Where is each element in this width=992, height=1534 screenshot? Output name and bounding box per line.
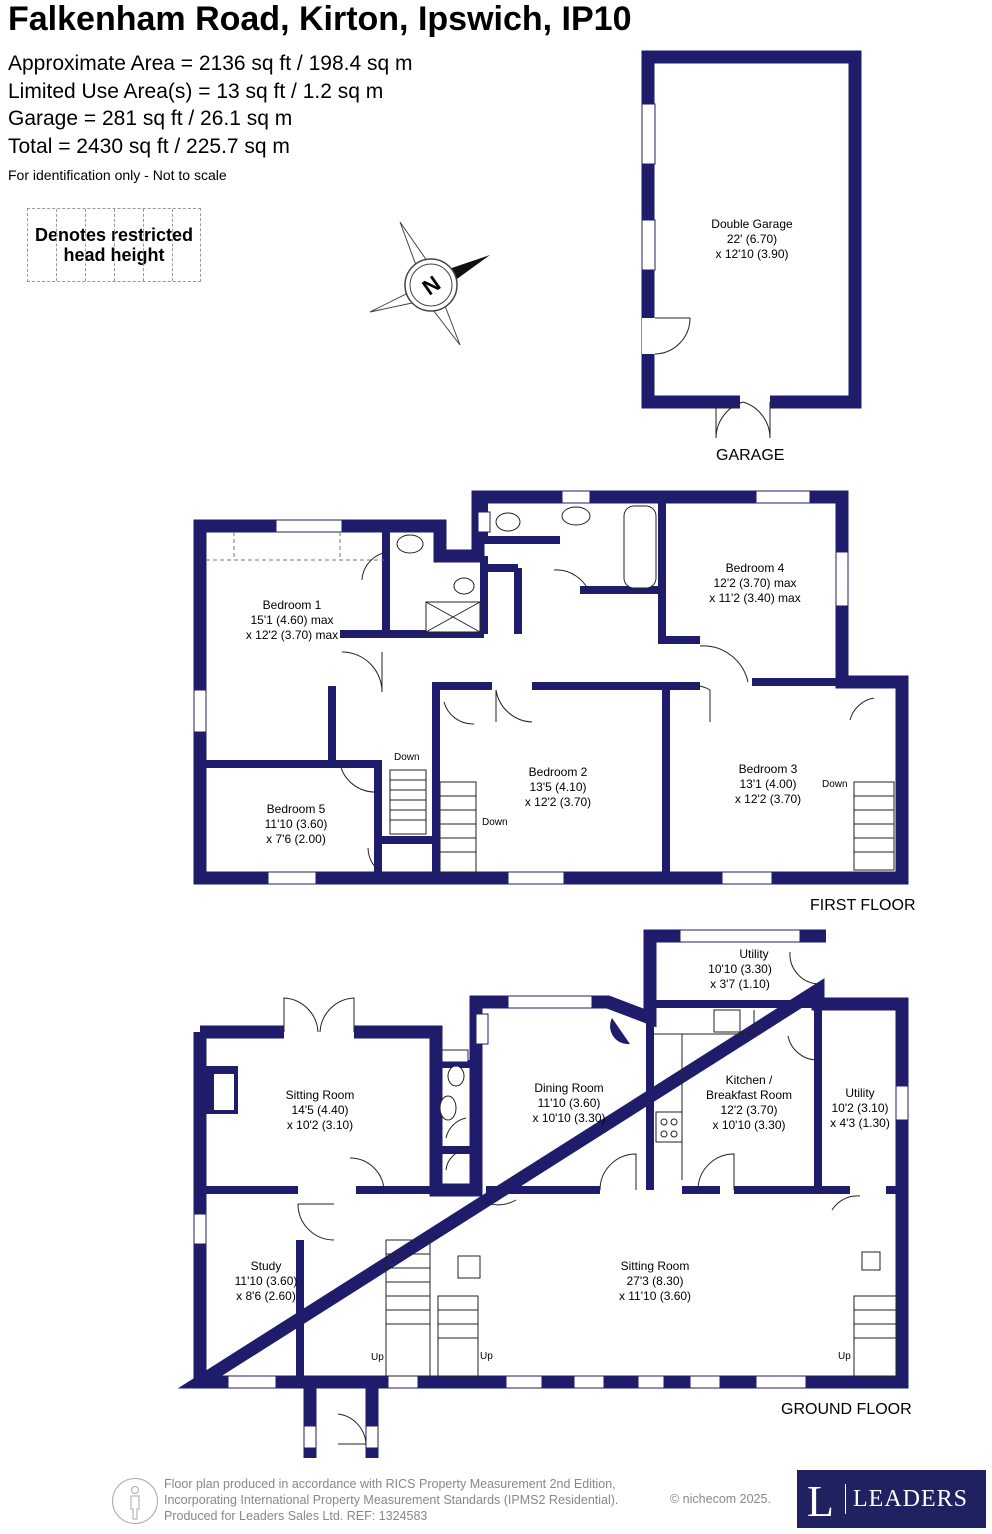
room-name-bedroom-2: Bedroom 2 — [529, 765, 588, 779]
room-dim-utility: x 3'7 (1.10) — [710, 977, 770, 991]
floor-label-garage: GARAGE — [716, 447, 784, 464]
compass-icon: N — [369, 221, 490, 346]
stairs-label: Up — [480, 1351, 493, 1362]
ground-floor-stairs — [385, 1239, 897, 1377]
room-name-utility: Utility — [845, 1086, 874, 1100]
first-floor-stairs — [389, 769, 895, 873]
room-dim-double-garage: 22' (6.70) — [727, 232, 777, 246]
room-dim-sitting-room: x 10'2 (3.10) — [287, 1118, 353, 1132]
room-dim-sitting-room: 27'3 (8.30) — [627, 1274, 684, 1288]
room-dim-bedroom-2: 13'5 (4.10) — [530, 780, 587, 794]
room-dim-utility: x 4'3 (1.30) — [830, 1116, 890, 1130]
person-scale-icon — [112, 1478, 158, 1524]
room-dim-bedroom-5: x 7'6 (2.00) — [266, 832, 326, 846]
garage-side-door-gap — [642, 318, 655, 354]
leaders-logo: L LEADERS — [797, 1470, 986, 1528]
room-name-kitchen: Breakfast Room — [706, 1088, 792, 1102]
room-dim-kitchen: 12'2 (3.70) — [721, 1103, 778, 1117]
ground-floor-windows — [193, 929, 909, 1449]
stairs-label: Up — [838, 1351, 851, 1362]
floor-label-ground: GROUND FLOOR — [781, 1401, 912, 1418]
logo-name: LEADERS — [853, 1486, 968, 1512]
room-name-study: Study — [251, 1259, 282, 1273]
footer-line: Floor plan produced in accordance with R… — [164, 1477, 616, 1491]
restricted-height-areas — [206, 532, 384, 561]
room-dim-bedroom-3: 13'1 (4.00) — [740, 777, 797, 791]
room-dim-utility: 10'2 (3.10) — [832, 1101, 889, 1115]
room-dim-kitchen: x 10'10 (3.30) — [712, 1118, 785, 1132]
page-title: Falkenham Road, Kirton, Ipswich, IP10 — [8, 0, 632, 38]
room-dim-bedroom-1: x 12'2 (3.70) max — [246, 628, 338, 642]
ground-floor-doors — [283, 951, 861, 1445]
room-dim-study: x 8'6 (2.60) — [236, 1289, 296, 1303]
stairs-label: Down — [394, 752, 420, 763]
footer-line: Produced for Leaders Sales Ltd. REF: 132… — [164, 1509, 428, 1523]
room-dim-bedroom-4: 12'2 (3.70) max — [714, 576, 797, 590]
garage-door-gap — [740, 395, 770, 409]
room-dim-sitting-room: x 11'10 (3.60) — [619, 1289, 691, 1303]
logo-letter: L — [807, 1477, 834, 1526]
stairs-label: Up — [371, 1352, 384, 1363]
room-name-dining-room: Dining Room — [534, 1081, 603, 1095]
footer-disclaimer: Floor plan produced in accordance with R… — [164, 1476, 618, 1524]
ground-floor-fixtures — [439, 1009, 881, 1279]
floor-label-first: FIRST FLOOR — [810, 897, 916, 914]
logo-divider — [845, 1484, 846, 1514]
first-floor-doors — [339, 551, 875, 875]
room-dim-double-garage: x 12'10 (3.90) — [715, 247, 788, 261]
room-name-bedroom-4: Bedroom 4 — [726, 561, 785, 575]
stairs-label: Down — [482, 817, 508, 828]
room-name-sitting-room: Sitting Room — [286, 1088, 355, 1102]
area-summary: Approximate Area = 2136 sq ft / 198.4 sq… — [8, 50, 413, 160]
room-dim-dining-room: 11'10 (3.60) — [538, 1096, 601, 1110]
chimney-breast — [610, 1018, 630, 1045]
room-dim-dining-room: x 10'10 (3.30) — [532, 1111, 605, 1125]
footer-line: Incorporating International Property Mea… — [164, 1493, 619, 1507]
room-dim-bedroom-2: x 12'2 (3.70) — [525, 795, 591, 809]
footer-copyright: © nichecom 2025. — [670, 1492, 771, 1506]
room-dim-sitting-room: 14'5 (4.40) — [292, 1103, 349, 1117]
room-dim-bedroom-3: x 12'2 (3.70) — [735, 792, 801, 806]
disclaimer: For identification only - Not to scale — [8, 167, 227, 183]
area-approximate: Approximate Area = 2136 sq ft / 198.4 sq… — [8, 52, 413, 75]
room-name-double-garage: Double Garage — [711, 217, 793, 231]
ground-floor-inner-walls — [200, 1000, 902, 1382]
room-name-bedroom-1: Bedroom 1 — [263, 598, 322, 612]
area-limited-use: Limited Use Area(s) = 13 sq ft / 1.2 sq … — [8, 79, 384, 103]
room-dim-bedroom-4: x 11'2 (3.40) max — [709, 591, 800, 605]
room-name-bedroom-5: Bedroom 5 — [267, 802, 326, 816]
bathroom-fixtures — [396, 505, 657, 633]
room-dim-study: 11'10 (3.60) — [235, 1274, 298, 1288]
stairs-label: Down — [822, 779, 848, 790]
garage-double-door — [715, 401, 771, 439]
room-dim-bedroom-1: 15'1 (4.60) max — [251, 613, 334, 627]
area-garage: Garage = 281 sq ft / 26.1 sq m — [8, 107, 293, 130]
room-dim-utility: 10'10 (3.30) — [708, 962, 772, 976]
garage-side-door — [654, 317, 691, 355]
fireplace-opening — [214, 1074, 234, 1110]
legend-line-2: head height — [63, 245, 165, 265]
room-dim-bedroom-5: 11'10 (3.60) — [265, 817, 328, 831]
room-name-utility: Utility — [739, 947, 768, 961]
room-name-sitting-room: Sitting Room — [621, 1259, 690, 1273]
room-name-kitchen: Kitchen / — [726, 1073, 773, 1087]
garage-window — [641, 219, 656, 271]
area-total: Total = 2430 sq ft / 225.7 sq m — [8, 134, 290, 158]
kitchen-counter — [654, 1010, 755, 1180]
garage-window — [641, 103, 656, 165]
room-name-bedroom-3: Bedroom 3 — [739, 762, 798, 776]
first-floor-inner-walls — [196, 497, 842, 878]
first-floor-windows — [193, 490, 849, 885]
